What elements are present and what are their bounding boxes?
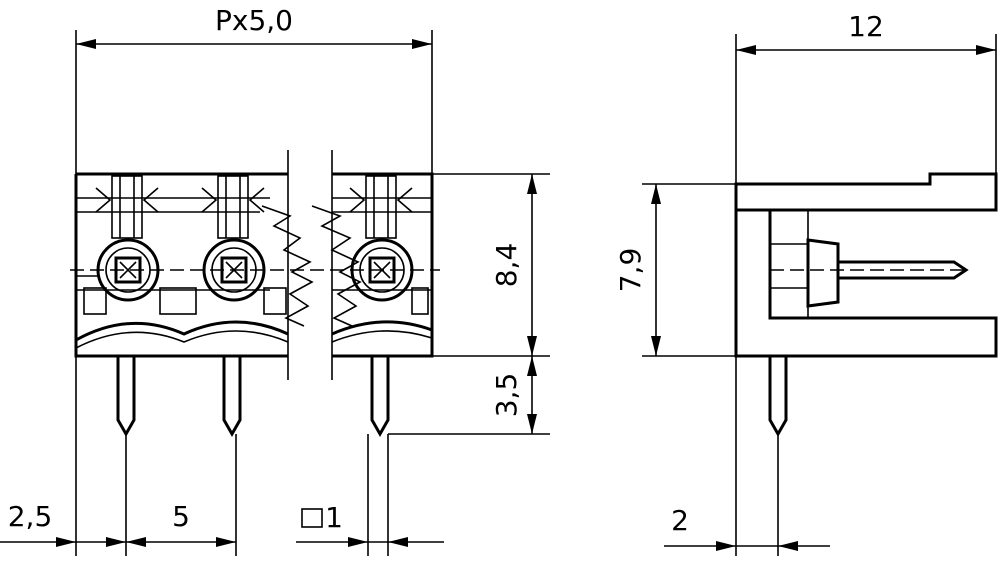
dim-depth-label: 12 — [848, 10, 884, 43]
front-pins — [116, 356, 390, 438]
side-housing — [734, 172, 998, 212]
dim-pin-offset-label: 2 — [671, 504, 689, 537]
dim-height-side-label: 7,9 — [614, 248, 647, 293]
dim-pin-length-label: 3,5 — [490, 373, 523, 418]
dim-offset-label: 2,5 — [8, 500, 53, 533]
dim-height-front: 8,4 3,5 — [388, 173, 550, 435]
terminal-1 — [95, 175, 160, 302]
dim-bottom-front: 2,5 5 1 — [0, 356, 444, 556]
dim-pitch: Px5,0 — [75, 4, 433, 174]
dim-pin-offset: 2 — [664, 356, 830, 556]
dim-spacing-label: 5 — [172, 500, 190, 533]
break-lines — [261, 150, 362, 380]
front-housing-right — [331, 172, 434, 358]
dim-pitch-label: Px5,0 — [215, 4, 293, 37]
dim-height-label: 8,4 — [490, 243, 523, 288]
dim-height-side: 7,9 — [614, 183, 736, 357]
dim-pin-square-label: 1 — [325, 501, 343, 534]
side-pin — [768, 356, 788, 438]
square-symbol-icon — [301, 508, 323, 528]
side-view: 12 7,9 2 — [614, 10, 998, 556]
front-view: Px5,0 8,4 3,5 — [0, 4, 550, 556]
dim-depth: 12 — [735, 10, 997, 184]
terminal-2 — [201, 175, 266, 302]
